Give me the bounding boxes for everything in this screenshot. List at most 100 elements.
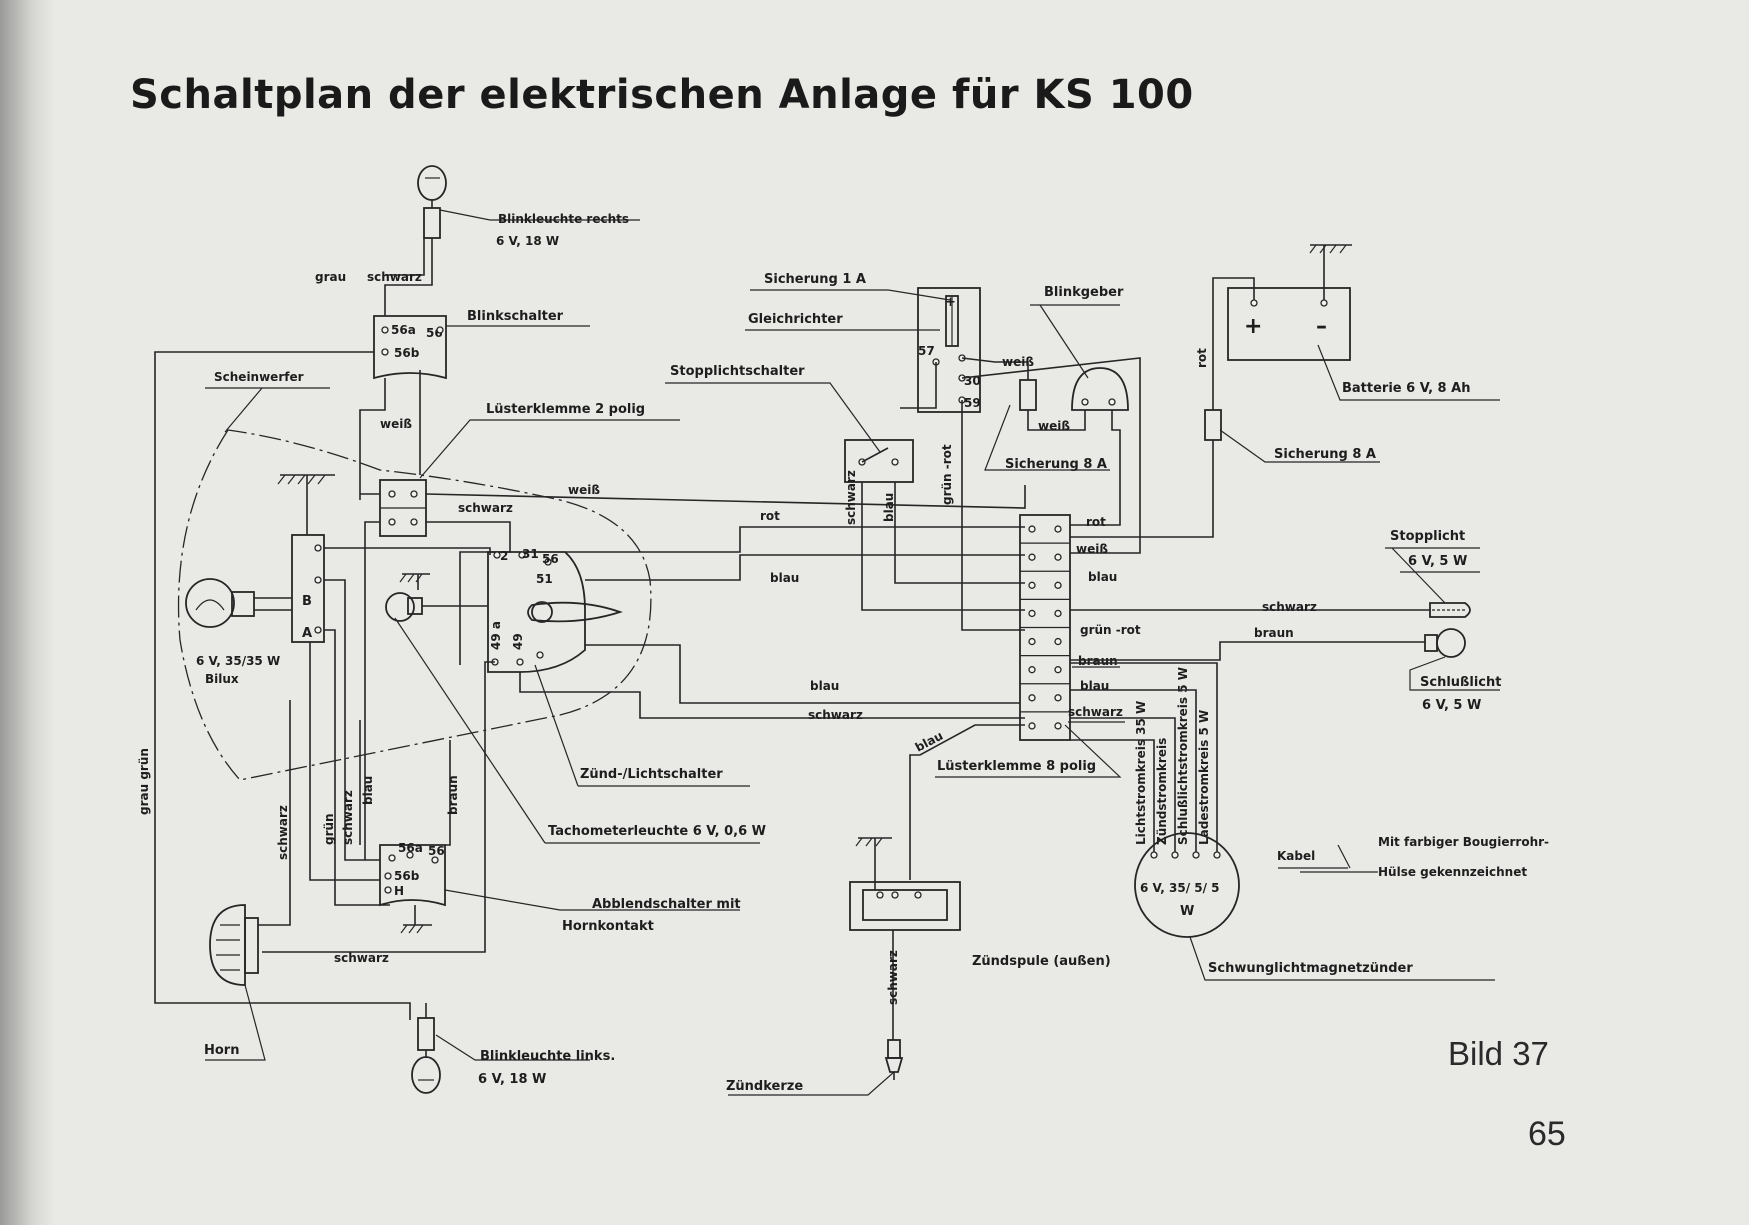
bilux-terminal-block: B A bbox=[291, 534, 325, 643]
terminal-screw bbox=[1054, 694, 1062, 702]
terminal-screw bbox=[1054, 609, 1062, 618]
blinkleuchte-links-spec: 6 V, 18 W bbox=[478, 1072, 546, 1087]
wire-label-schwarz-c: schwarz bbox=[808, 708, 863, 722]
stopplicht-bulb bbox=[1429, 602, 1471, 618]
svg-text:+: + bbox=[945, 295, 956, 310]
scheinwerfer-outline bbox=[177, 429, 652, 781]
tachometerleuchte-label: Tachometerleuchte 6 V, 0,6 W bbox=[548, 824, 766, 839]
wire-label-schwarz-v: schwarz bbox=[276, 805, 290, 860]
svg-text:+: + bbox=[1244, 314, 1262, 339]
svg-text:56b: 56b bbox=[394, 869, 420, 883]
svg-text:56a: 56a bbox=[391, 323, 416, 337]
zuendspule-label: Zündspule (außen) bbox=[972, 954, 1111, 969]
batterie-label: Batterie 6 V, 8 Ah bbox=[1342, 381, 1470, 396]
sicherung-8a-right-label: Sicherung 8 A bbox=[1274, 447, 1376, 462]
ground-symbol-battery bbox=[1309, 244, 1352, 300]
page-number: 65 bbox=[1528, 1115, 1566, 1153]
wire-label-schwarz-e: schwarz bbox=[1262, 600, 1317, 614]
gleichrichter-label: Gleichrichter bbox=[748, 312, 843, 327]
abblendschalter: 56a 56 56b H bbox=[379, 841, 446, 907]
terminal-screw bbox=[1028, 722, 1036, 730]
terminal-screw bbox=[1028, 666, 1036, 674]
zuend-lichtschalter: 2 31 56 51 bbox=[487, 547, 623, 673]
terminal-screw bbox=[1054, 637, 1062, 646]
ground-symbol-left bbox=[277, 474, 335, 535]
blinkgeber-label: Blinkgeber bbox=[1044, 285, 1124, 300]
zuendspule bbox=[849, 881, 961, 931]
luesterklemme-2-label: Lüsterklemme 2 polig bbox=[486, 402, 645, 417]
blinkleuchte-rechts-label: Blinkleuchte rechts bbox=[498, 212, 629, 226]
stopplichtschalter bbox=[844, 439, 914, 483]
svg-text:2: 2 bbox=[500, 549, 508, 563]
svg-text:57: 57 bbox=[918, 344, 935, 358]
stopplichtschalter-label: Stopplichtschalter bbox=[670, 364, 805, 379]
terminal-screw bbox=[1028, 637, 1036, 646]
terminal-screw bbox=[1054, 581, 1062, 589]
blinkleuchte-links-label: Blinkleuchte links. bbox=[480, 1049, 615, 1064]
sicherung-8a-left-label: Sicherung 8 A bbox=[1005, 457, 1107, 472]
svg-text:56b: 56b bbox=[394, 346, 420, 360]
terminal-49: 49 bbox=[511, 633, 525, 650]
wire-label-weiss-e: weiß bbox=[1076, 542, 1108, 556]
terminal-screw bbox=[1054, 553, 1062, 561]
terminal-screw bbox=[1054, 525, 1062, 533]
bilux-spec: 6 V, 35/35 W bbox=[196, 654, 280, 668]
wire-label-schwarz-v2: schwarz bbox=[341, 790, 355, 845]
luesterklemme-2-polig bbox=[379, 479, 427, 537]
figure-label: Bild 37 bbox=[1448, 1035, 1549, 1072]
sicherung-1a-label: Sicherung 1 A bbox=[764, 272, 866, 287]
svg-text:H: H bbox=[394, 884, 404, 898]
svg-text:51: 51 bbox=[536, 572, 553, 586]
ground-symbol-zuendspule bbox=[855, 837, 892, 890]
luesterklemme-8-polig bbox=[1019, 514, 1071, 741]
terminal-screw bbox=[1028, 553, 1036, 561]
wire-label-blau-c: blau bbox=[1088, 570, 1117, 584]
magnetzuender-w: W bbox=[1180, 904, 1194, 919]
wire-label-gruen-rot: grün -rot bbox=[1080, 623, 1141, 637]
svg-text:–: – bbox=[1316, 314, 1327, 339]
svg-text:B: B bbox=[302, 594, 312, 609]
zuendkerze bbox=[884, 1039, 904, 1080]
page-binding-shadow bbox=[0, 0, 55, 1225]
wire-label-rot-b: rot bbox=[1086, 515, 1106, 529]
wire-label-schwarz-b: schwarz bbox=[458, 501, 513, 515]
legend-text-2: Hülse gekennzeichnet bbox=[1378, 865, 1527, 879]
wire-label-gruen-rot-v: grün -rot bbox=[940, 444, 954, 505]
ground-symbol-abblend bbox=[400, 905, 432, 934]
legend-text-1: Mit farbiger Bougierrohr- bbox=[1378, 835, 1549, 849]
blinkleuchte-rechts-spec: 6 V, 18 W bbox=[496, 234, 559, 248]
blinkschalter: 56a 56 56b bbox=[373, 315, 447, 380]
magnetzuender-label: Schwunglichtmagnetzünder bbox=[1208, 961, 1413, 976]
wire-label-blau-d: blau bbox=[1080, 679, 1109, 693]
svg-text:56: 56 bbox=[542, 552, 559, 566]
terminal-screw bbox=[1054, 666, 1062, 674]
zuendkerze-label: Zündkerze bbox=[726, 1079, 803, 1094]
terminal-screw bbox=[1028, 694, 1036, 702]
svg-text:A: A bbox=[302, 626, 312, 641]
wire-label-braun-b: braun bbox=[1078, 654, 1118, 668]
bilux-label: Bilux bbox=[205, 672, 239, 686]
wire-label-blau-b: blau bbox=[810, 679, 839, 693]
wire-label-rot-v: rot bbox=[1195, 348, 1209, 368]
wire-label-braun-v: braun bbox=[446, 775, 460, 815]
terminal-49a: 49 a bbox=[489, 621, 503, 650]
wire-label-braun-c: braun bbox=[1254, 626, 1294, 640]
blinkleuchte-links-lamp bbox=[411, 1003, 441, 1094]
wire-label-schwarz-horn: schwarz bbox=[334, 951, 389, 965]
wire-label-blau-stop: blau bbox=[882, 493, 896, 522]
magnetzuender-circuit-1: Lichtstromkreis 35 W bbox=[1134, 701, 1148, 845]
wire-label-weiss-d: weiß bbox=[1038, 419, 1070, 433]
wire-label-schwarz-d: schwarz bbox=[1068, 705, 1123, 719]
blinkgeber bbox=[1071, 367, 1129, 411]
wire-label-gruen-v: grün bbox=[322, 813, 336, 845]
schlusslicht-bulb bbox=[1424, 628, 1466, 658]
abblendschalter-label-1: Abblendschalter mit bbox=[592, 897, 741, 912]
batterie: + – bbox=[1227, 287, 1351, 361]
terminal-screw bbox=[1028, 581, 1036, 589]
magnetzuender-ratings: 6 V, 35/ 5/ 5 bbox=[1140, 881, 1220, 895]
bilux-bulb bbox=[185, 578, 292, 628]
magnetzuender-circuit-2: Zündstromkreis bbox=[1155, 738, 1169, 845]
abblendschalter-label-2: Hornkontakt bbox=[562, 919, 654, 934]
